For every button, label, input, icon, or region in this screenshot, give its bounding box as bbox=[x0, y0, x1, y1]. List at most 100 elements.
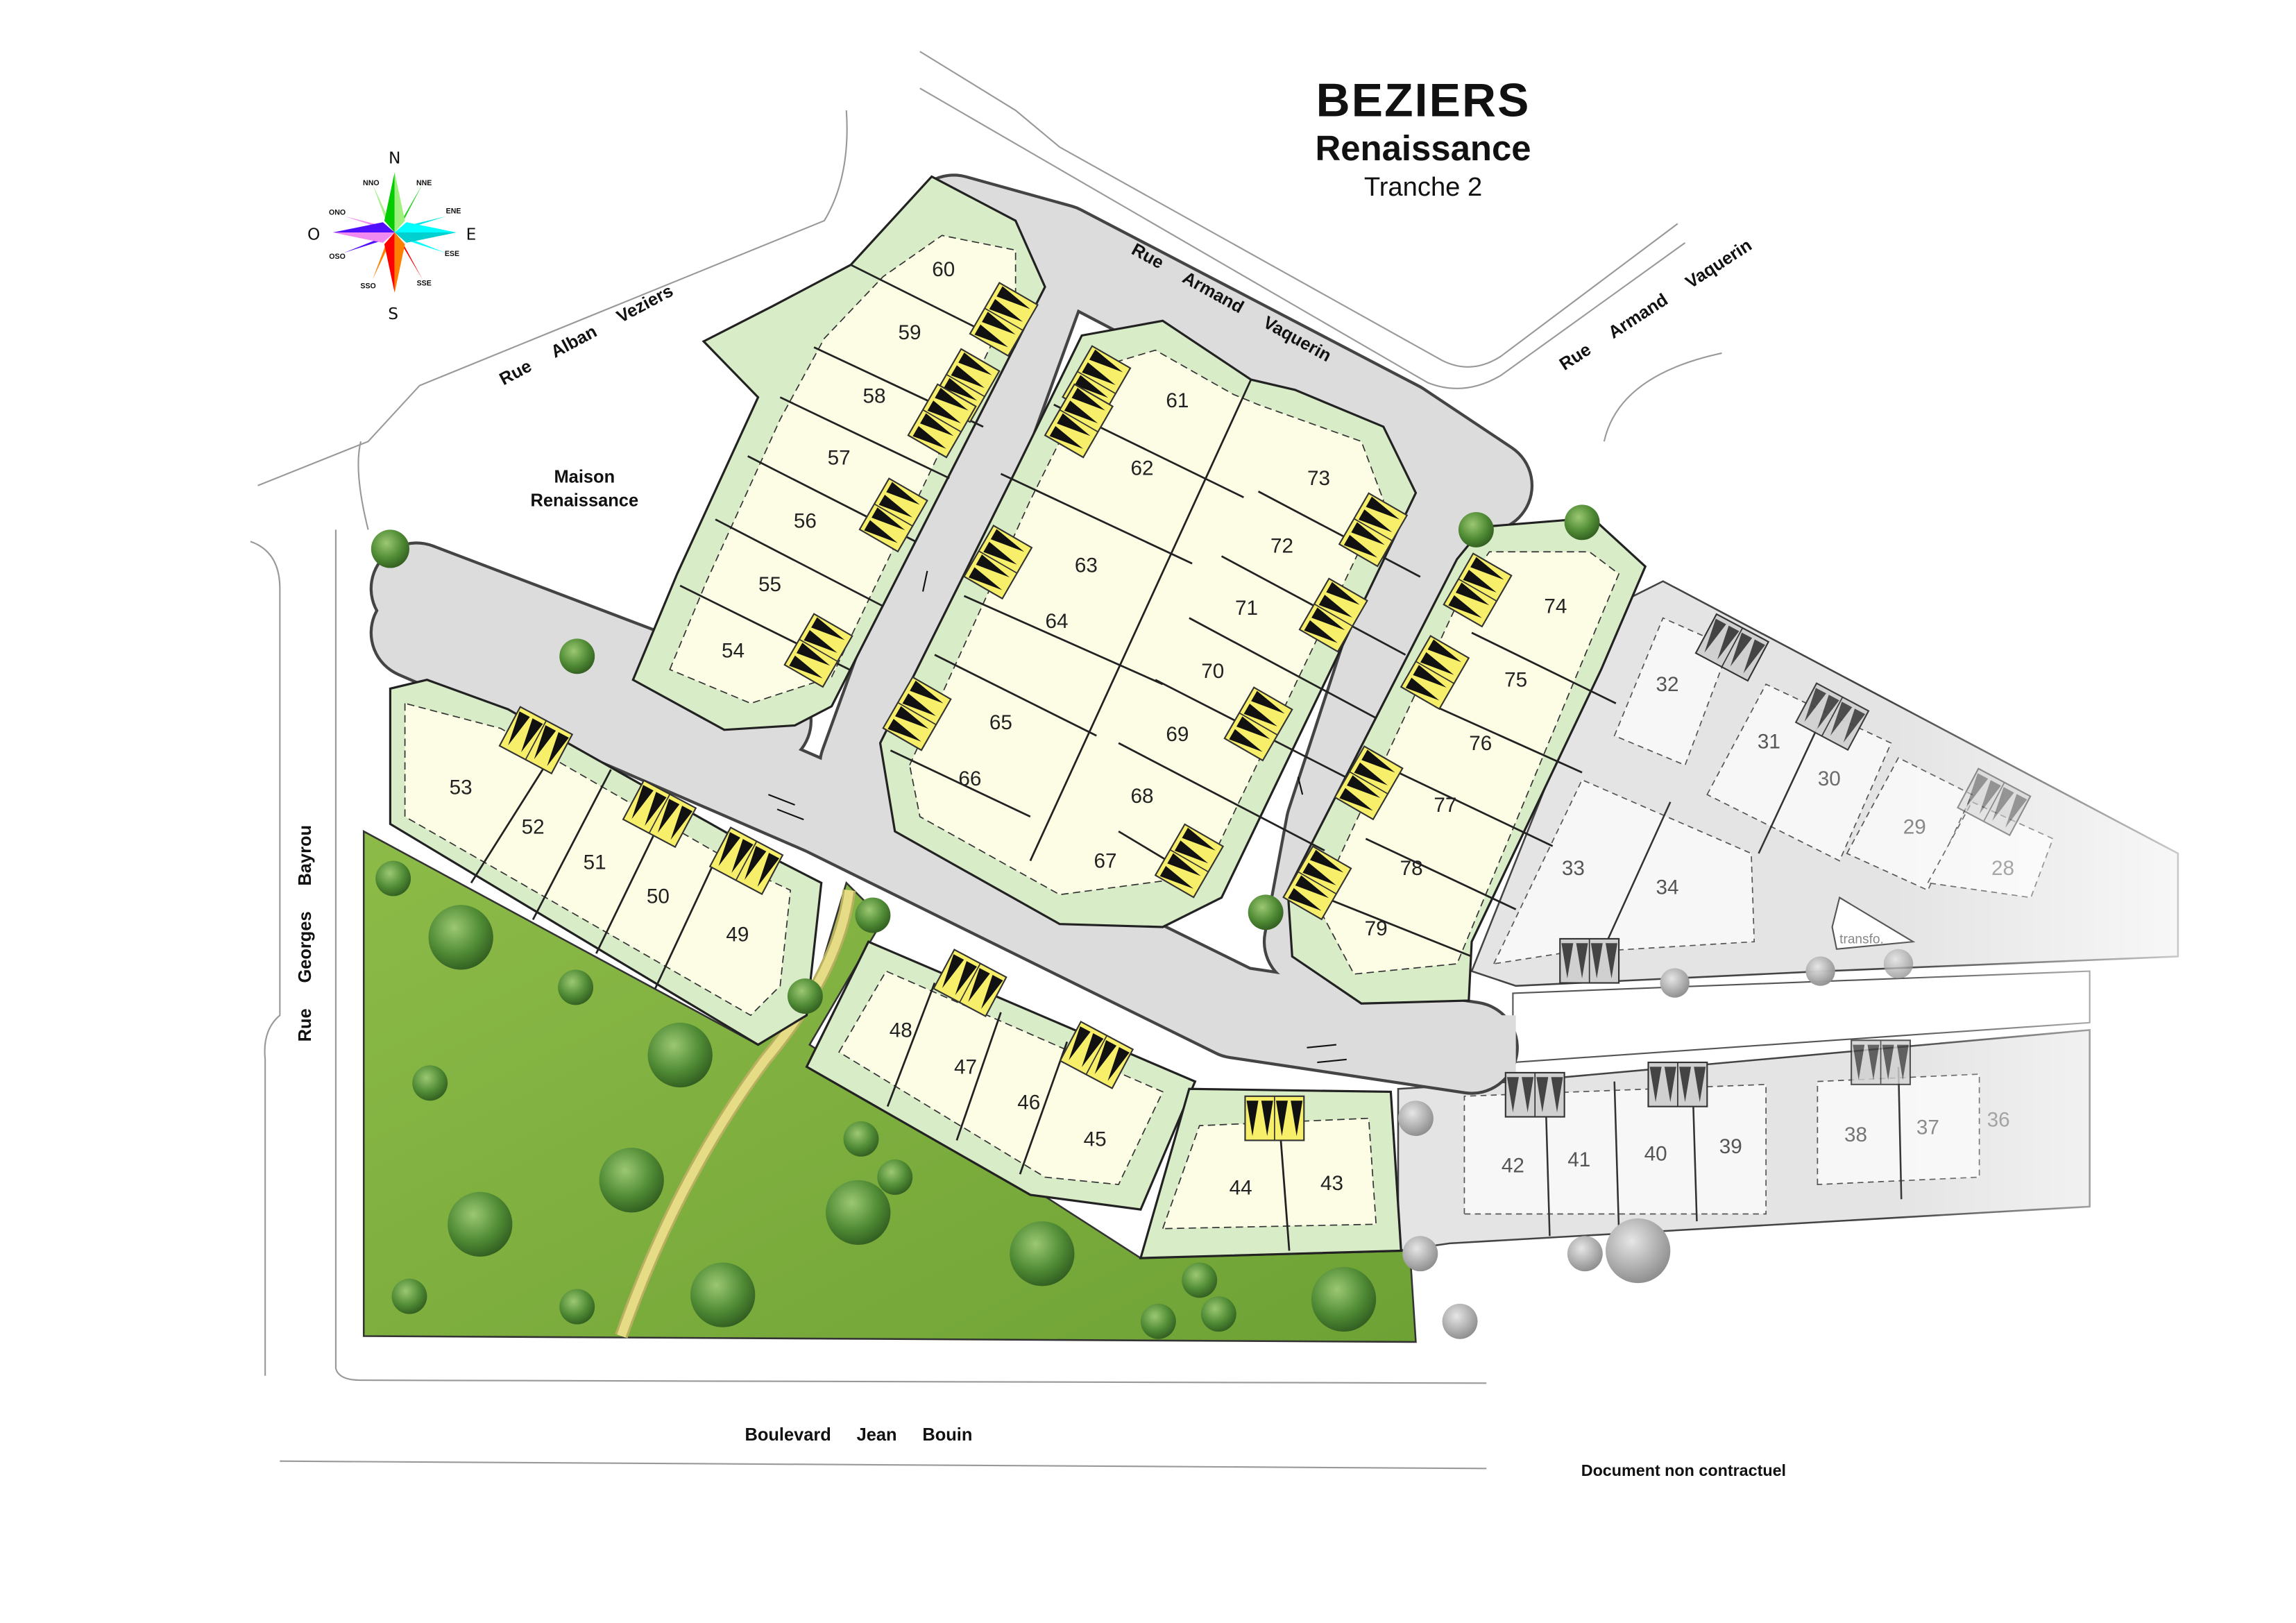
tree-icon bbox=[1311, 1266, 1377, 1332]
lot-number[interactable]: 53 bbox=[450, 776, 473, 799]
tree-icon bbox=[647, 1022, 713, 1088]
trees bbox=[371, 504, 1914, 1339]
other-phase-parking-space bbox=[1647, 1061, 1708, 1107]
street-georges-bayrou: Rue Georges Bayrou bbox=[296, 825, 315, 1042]
lot-number[interactable]: 73 bbox=[1307, 467, 1330, 490]
lot-number[interactable]: 44 bbox=[1230, 1176, 1252, 1199]
lot-number[interactable]: 55 bbox=[758, 573, 781, 596]
other-phase-lot-number: 41 bbox=[1567, 1148, 1590, 1171]
other-phase-lot-number: 37 bbox=[1916, 1116, 1939, 1139]
lot-number[interactable]: 43 bbox=[1320, 1172, 1343, 1195]
lot-number[interactable]: 77 bbox=[1434, 794, 1456, 817]
lot-number[interactable]: 70 bbox=[1201, 660, 1224, 683]
parking-space bbox=[933, 949, 1007, 1017]
tree-icon bbox=[599, 1148, 664, 1213]
lot-number[interactable]: 69 bbox=[1166, 723, 1189, 746]
compass-nne: NNE bbox=[416, 179, 432, 187]
lot-number[interactable]: 60 bbox=[932, 258, 955, 281]
lot-number[interactable]: 46 bbox=[1017, 1091, 1040, 1114]
compass-ono: ONO bbox=[329, 209, 346, 217]
parking-space bbox=[1338, 492, 1409, 568]
other-phase-parking-space bbox=[1559, 937, 1620, 984]
lot-number[interactable]: 66 bbox=[958, 767, 981, 790]
parking-space bbox=[708, 826, 784, 895]
other-phase-parking-space bbox=[1504, 1071, 1565, 1118]
lot-number[interactable]: 56 bbox=[794, 510, 817, 533]
compass-s: S bbox=[388, 305, 398, 323]
lot-number[interactable]: 78 bbox=[1400, 857, 1423, 880]
tree-icon bbox=[787, 978, 823, 1014]
lot-number[interactable]: 63 bbox=[1075, 554, 1098, 577]
lot-number[interactable]: 45 bbox=[1084, 1128, 1107, 1150]
street-armand-vaquerin-2: Rue Armand Vaquerin bbox=[1556, 235, 1755, 374]
lot-number[interactable]: 64 bbox=[1046, 610, 1069, 633]
other-phase-parking-space bbox=[1794, 682, 1870, 751]
lot-number[interactable]: 49 bbox=[726, 924, 749, 946]
compass-e: E bbox=[466, 226, 477, 244]
street-curbs bbox=[250, 51, 1722, 1470]
lot-number[interactable]: 58 bbox=[863, 384, 886, 407]
compass-oso: OSO bbox=[329, 253, 346, 261]
parking-space bbox=[783, 613, 853, 688]
lot-number[interactable]: 57 bbox=[828, 446, 851, 469]
street-jean-bouin: Boulevard Jean Bouin bbox=[745, 1425, 972, 1445]
title-city: BEZIERS bbox=[1316, 75, 1531, 127]
lot-number[interactable]: 74 bbox=[1544, 595, 1567, 618]
parking-space bbox=[907, 383, 977, 459]
lot-number[interactable]: 54 bbox=[722, 639, 745, 662]
tree-icon bbox=[1182, 1262, 1218, 1298]
lot-number[interactable]: 50 bbox=[647, 885, 670, 908]
parking-space bbox=[1154, 823, 1225, 899]
tree-icon bbox=[1397, 1101, 1434, 1137]
lot-number[interactable]: 68 bbox=[1131, 785, 1154, 808]
parking-space bbox=[1443, 552, 1513, 628]
lot-number[interactable]: 65 bbox=[989, 711, 1012, 734]
parking-space bbox=[1298, 577, 1368, 653]
title-program: Renaissance bbox=[1316, 128, 1531, 168]
maison-renaissance-label-2: Renaissance bbox=[531, 491, 639, 510]
lot-number[interactable]: 62 bbox=[1131, 457, 1154, 479]
disclaimer: Document non contractuel bbox=[1581, 1461, 1786, 1479]
compass-sse: SSE bbox=[417, 279, 432, 287]
tree-icon bbox=[391, 1278, 427, 1314]
lot-number[interactable]: 71 bbox=[1235, 597, 1258, 620]
other-phase-parking-space bbox=[1957, 767, 2032, 837]
lot-number[interactable]: 76 bbox=[1469, 732, 1492, 755]
tree-icon bbox=[855, 897, 891, 933]
tree-icon bbox=[1883, 949, 1914, 979]
lot-number[interactable]: 61 bbox=[1166, 389, 1189, 412]
lot-number[interactable]: 52 bbox=[522, 816, 545, 839]
tree-icon bbox=[1805, 956, 1835, 986]
tree-icon bbox=[843, 1121, 879, 1157]
other-phase-lot-number: 28 bbox=[1991, 857, 2014, 880]
street-alban-veziers: Rue Alban Veziers bbox=[496, 281, 676, 389]
compass-n: N bbox=[389, 148, 400, 167]
lot-number[interactable]: 79 bbox=[1365, 917, 1388, 940]
title-phase: Tranche 2 bbox=[1364, 172, 1482, 202]
tree-icon bbox=[1564, 504, 1600, 541]
tree-icon bbox=[412, 1065, 448, 1101]
tree-icon bbox=[877, 1159, 913, 1195]
tree-icon bbox=[826, 1180, 891, 1246]
lot-number[interactable]: 72 bbox=[1270, 535, 1293, 558]
compass-ene: ENE bbox=[446, 207, 461, 215]
lot-number[interactable]: 67 bbox=[1094, 850, 1116, 873]
compass-rose-icon: N S E O NNO NNE ONO ENE OSO ESE SSO SSE bbox=[307, 148, 476, 323]
tranche2-lot-areas bbox=[404, 235, 1620, 1230]
parking-space bbox=[1223, 686, 1293, 762]
other-phase-lot-number: 39 bbox=[1719, 1135, 1742, 1158]
tree-icon bbox=[690, 1262, 756, 1327]
lot-number[interactable]: 75 bbox=[1504, 669, 1527, 692]
tree-icon bbox=[1567, 1236, 1603, 1272]
lot-number[interactable]: 47 bbox=[954, 1055, 977, 1078]
tree-icon bbox=[1402, 1236, 1438, 1272]
tree-icon bbox=[1458, 511, 1494, 547]
compass-nno: NNO bbox=[363, 179, 380, 187]
lot-number[interactable]: 48 bbox=[890, 1019, 912, 1042]
other-phase-lot-number: 30 bbox=[1818, 767, 1841, 790]
transformer-label: transfo. bbox=[1839, 932, 1884, 946]
other-phase-lot-number: 42 bbox=[1502, 1154, 1524, 1177]
lot-number[interactable]: 59 bbox=[898, 321, 921, 344]
lot-number[interactable]: 51 bbox=[584, 851, 606, 874]
park-footpath-inner bbox=[617, 890, 854, 1338]
